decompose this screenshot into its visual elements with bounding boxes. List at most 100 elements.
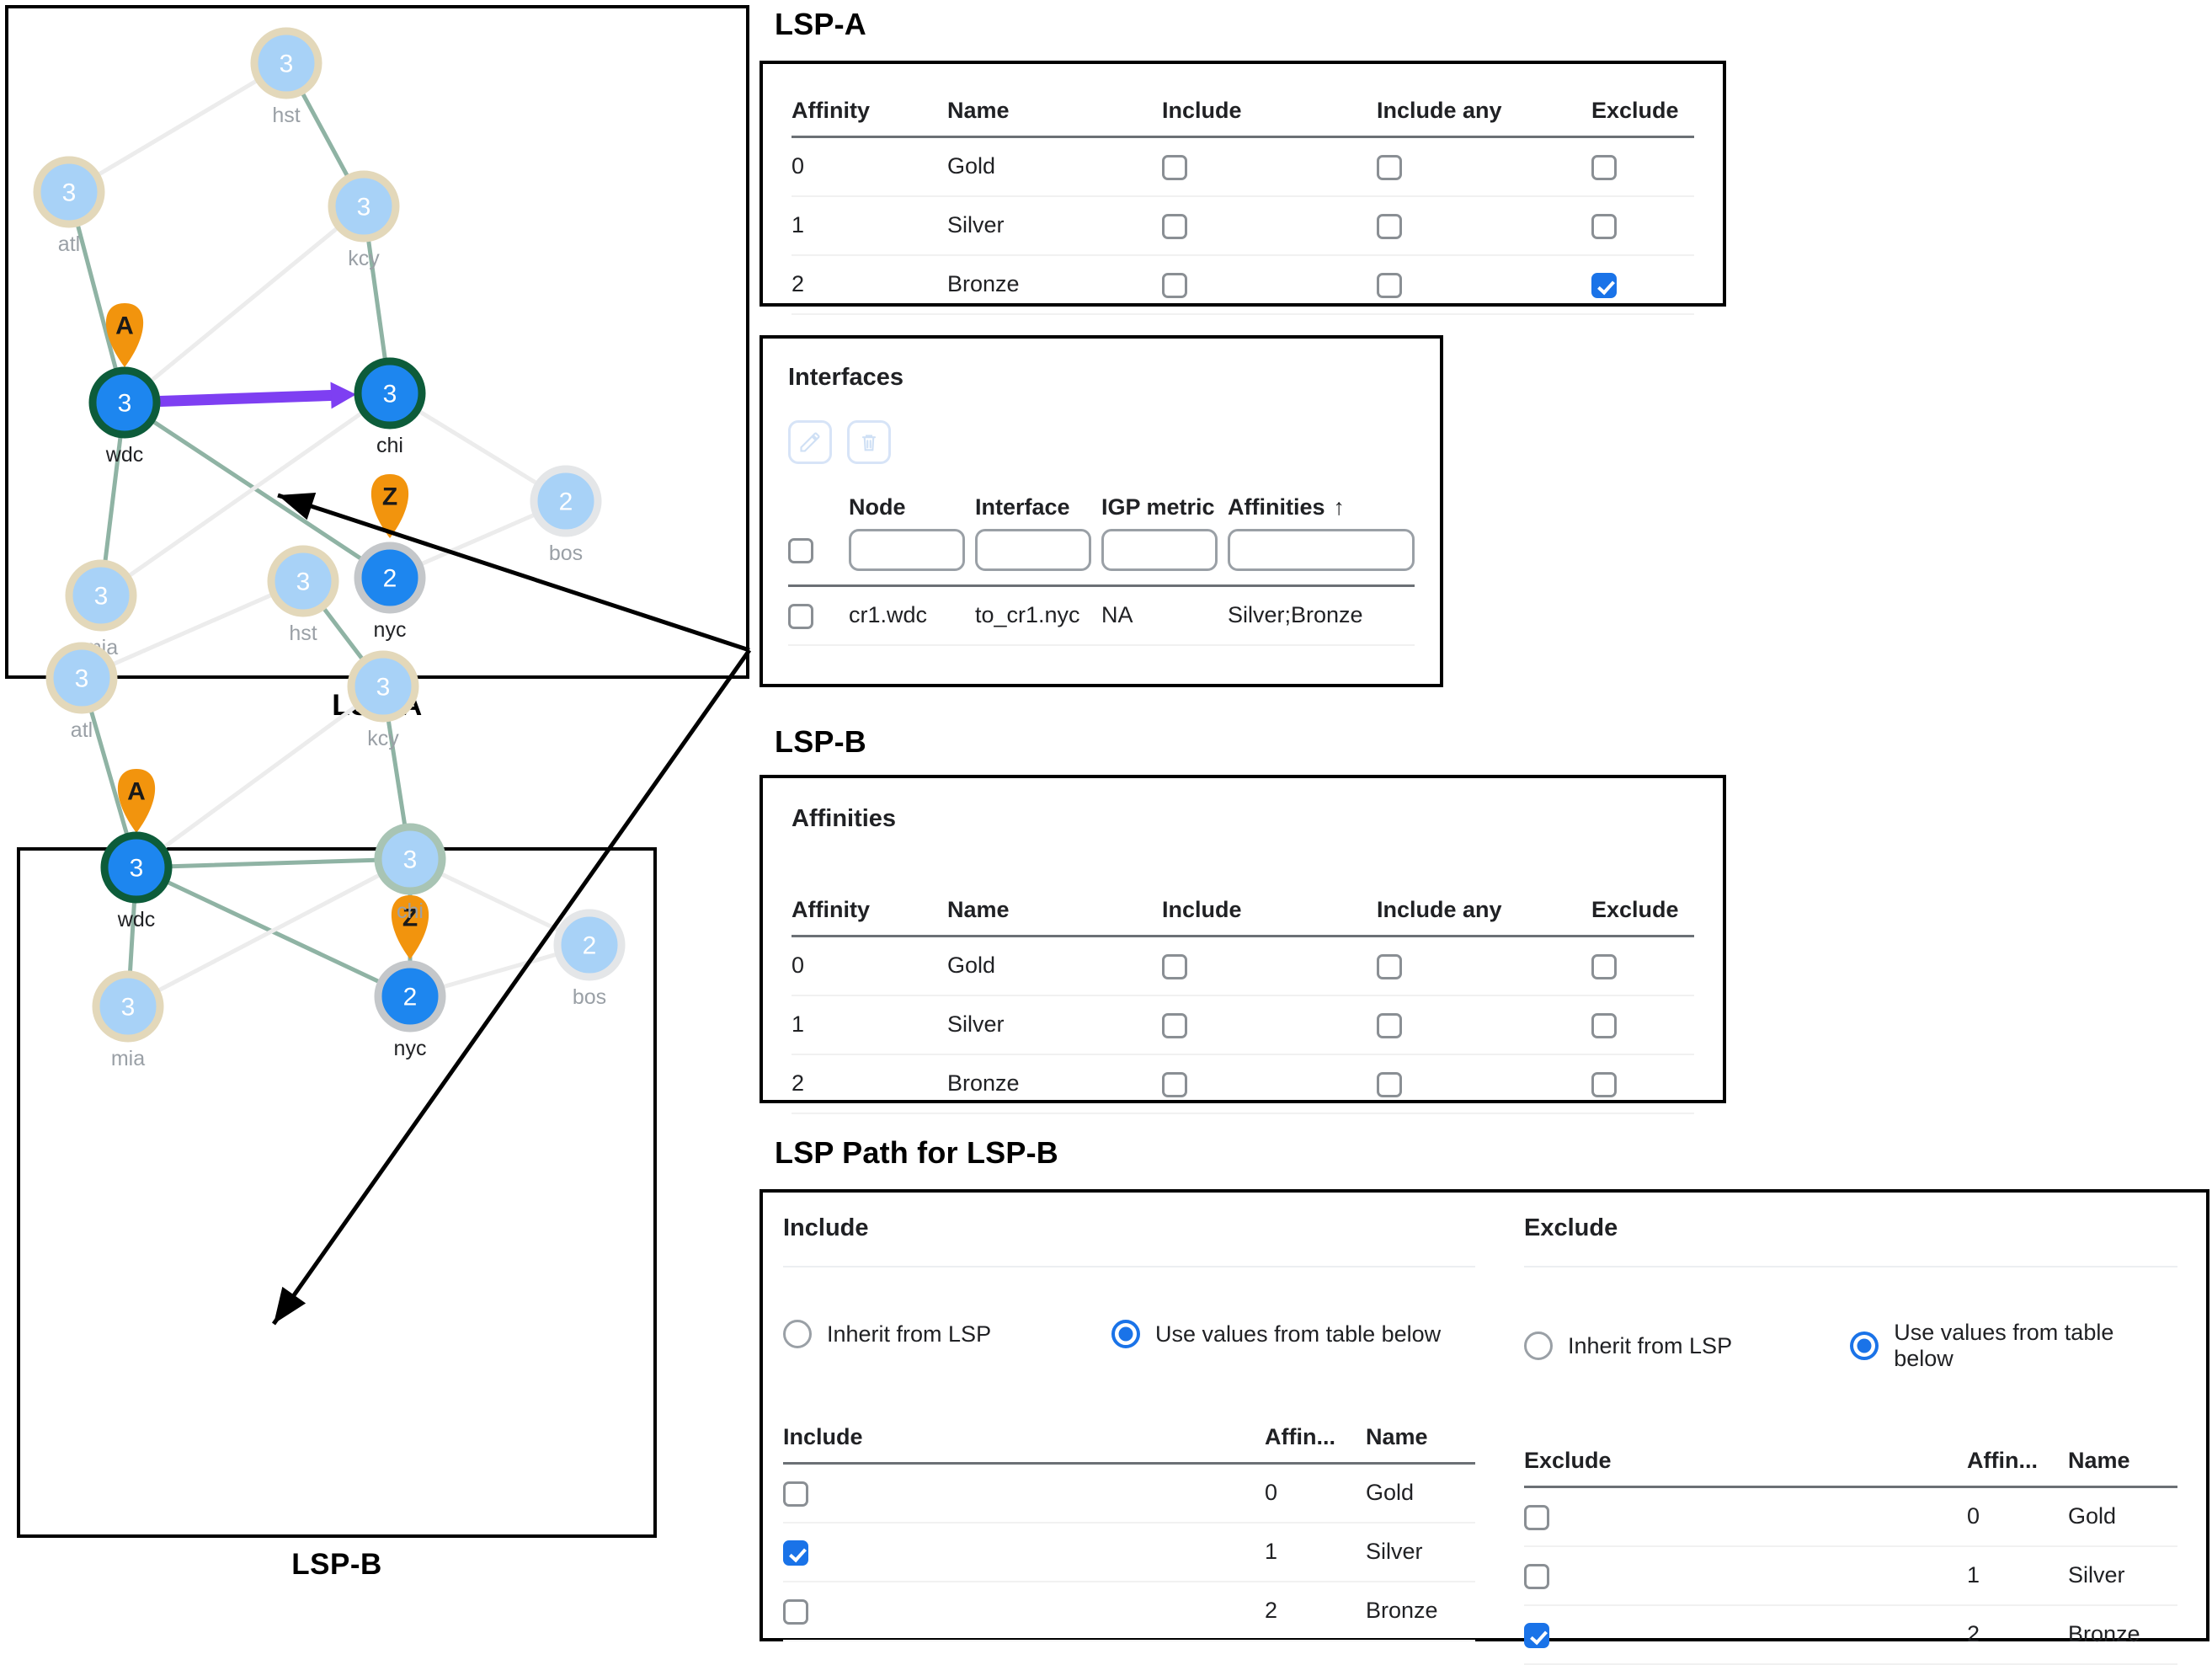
filter-igp-metric-cell[interactable] [1101,526,1228,587]
filter-affinities-cell[interactable] [1228,526,1415,587]
cell-exclude[interactable] [1591,936,1694,996]
include-any-checkbox[interactable] [1377,272,1402,298]
include-checkbox[interactable] [1162,953,1187,979]
col-include-any[interactable]: Include any [1377,98,1591,138]
cell-exclude[interactable] [1524,1545,1967,1606]
exclude-checkbox[interactable] [1524,1504,1549,1530]
exclude-checkbox[interactable] [1591,953,1617,979]
include-checkbox[interactable] [1162,1012,1187,1038]
exclude-checkbox[interactable] [1591,213,1617,239]
cell-include[interactable] [1162,995,1377,1055]
col-exclude[interactable]: Exclude [1524,1448,1967,1488]
include-any-checkbox[interactable] [1377,1071,1402,1097]
col-include-any[interactable]: Include any [1377,897,1591,937]
cell-include[interactable] [783,1463,1265,1524]
cell-exclude[interactable] [1591,136,1694,197]
cell-include[interactable] [1162,936,1377,996]
exclude-checkbox[interactable] [1591,1071,1617,1097]
col-include[interactable]: Include [783,1424,1265,1465]
col-affinities[interactable]: Affinities↑ [1228,494,1415,526]
col-name[interactable]: Name [2068,1448,2177,1488]
col-affinity[interactable]: Affinity [792,897,947,937]
cell-exclude[interactable] [1591,1054,1694,1114]
select-all-cell[interactable] [788,526,849,587]
include-radio-inherit[interactable]: Inherit from LSP [783,1320,1111,1348]
include-any-checkbox[interactable] [1377,953,1402,979]
cell-exclude[interactable] [1591,995,1694,1055]
col-exclude[interactable]: Exclude [1591,897,1694,937]
cell-include-any[interactable] [1377,254,1591,315]
exclude-radio-inherit-control[interactable] [1524,1331,1553,1360]
include-any-checkbox[interactable] [1377,154,1402,180]
include-any-checkbox[interactable] [1377,213,1402,239]
col-exclude[interactable]: Exclude [1591,98,1694,138]
include-radio-table[interactable]: Use values from table below [1111,1320,1441,1348]
col-include[interactable]: Include [1162,98,1377,138]
include-checkbox[interactable] [783,1598,808,1625]
cell-include[interactable] [1162,195,1377,256]
exclude-radio-inherit[interactable]: Inherit from LSP [1524,1331,1850,1360]
cell-exclude[interactable] [1524,1486,1967,1547]
include-any-checkbox[interactable] [1377,1012,1402,1038]
col-affinity[interactable]: Affinity [792,98,947,138]
exclude-checkbox[interactable] [1591,272,1617,298]
cell-include[interactable] [783,1581,1265,1641]
filter-node-input[interactable] [849,529,965,571]
col-include[interactable]: Include [1162,897,1377,937]
delete-button[interactable] [847,420,891,464]
cell-include-any[interactable] [1377,195,1591,256]
cell-exclude[interactable] [1591,195,1694,256]
cell-include[interactable] [1162,136,1377,197]
col-affinity[interactable]: Affin... [1967,1448,2068,1488]
col-name[interactable]: Name [1366,1424,1475,1465]
include-checkbox[interactable] [1162,154,1187,180]
cell-include-any[interactable] [1377,936,1591,996]
cell-include-any[interactable] [1377,136,1591,197]
col-node[interactable]: Node [849,494,906,520]
exclude-radio-table-control[interactable] [1850,1331,1879,1360]
cell-include-any[interactable] [1377,995,1591,1055]
filter-interface-input[interactable] [975,529,1091,571]
row-select-checkbox[interactable] [788,603,813,629]
col-name[interactable]: Name [947,98,1162,138]
edit-button[interactable] [788,420,832,464]
cell-include-any[interactable] [1377,1054,1591,1114]
include-radio-inherit-control[interactable] [783,1320,812,1348]
include-radio-table-control[interactable] [1111,1320,1140,1348]
col-igp-metric[interactable]: IGP metric [1101,494,1215,520]
cell-exclude[interactable] [1524,1604,1967,1665]
include-checkbox[interactable] [783,1540,808,1566]
cell-include[interactable] [1162,254,1377,315]
include-checkbox[interactable] [783,1481,808,1507]
filter-affinities-input[interactable] [1228,529,1415,571]
include-checkbox[interactable] [1162,272,1187,298]
cell-include[interactable] [783,1522,1265,1582]
filter-interface-cell[interactable] [975,526,1101,587]
exclude-checkbox[interactable] [1524,1622,1549,1648]
exclude-checkbox[interactable] [1591,154,1617,180]
filter-node-cell[interactable] [849,526,975,587]
cell-exclude[interactable] [1591,254,1694,315]
exclude-radio-table[interactable]: Use values from table below [1850,1320,2177,1372]
include-checkbox[interactable] [1162,1071,1187,1097]
